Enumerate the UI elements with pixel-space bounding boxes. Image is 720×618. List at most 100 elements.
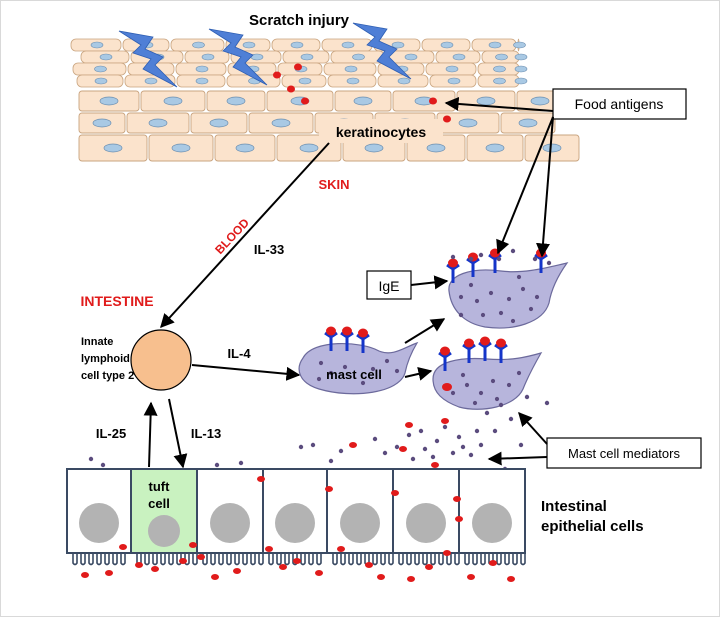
food-antigens-arrow-ige-2 [536,116,554,258]
epithelial-label-line2: epithelial cells [541,518,644,535]
mast-cell-activated-top [448,262,569,329]
microvillus [210,553,216,566]
microvillus [520,553,526,566]
microvillus [430,553,436,566]
skin-cell-nucleus [290,41,304,49]
mast-cell-granule [488,290,494,296]
food-antigens-arrow-ige-1 [496,116,554,255]
microvillus [276,553,282,566]
microvillus [112,553,118,566]
mediator-granule [460,444,466,450]
mast-cell-granule [450,390,456,396]
mast-cell-granule [478,390,484,396]
epithelial-nucleus [472,503,512,543]
microvillus [268,553,274,566]
tuft-cell [130,468,198,554]
il13-label: IL-13 [191,426,221,441]
mediator-granule [546,260,552,266]
skin-cell-nucleus [298,77,312,85]
lightning-icon [118,30,178,88]
mediator-granule [434,438,440,444]
microvillus [226,553,232,566]
tuft-label-line1: tuft [149,479,171,494]
mediator-granule [498,402,504,408]
mast-cell-granule [370,366,376,372]
microvillus [218,553,224,566]
ige-receptor-arms [466,257,480,265]
mast-cell-granule [464,382,470,388]
microvillus [414,553,420,566]
mast-cell-granule [460,372,466,378]
mediator-granule [338,448,344,454]
mediator-granule [524,394,530,400]
microvillus [250,553,256,566]
keratinocyte-nucleus [364,143,384,153]
mediator-granule [298,444,304,450]
mediator-granules [88,248,552,474]
mediator-granule [418,428,424,434]
free-antigen-dot [405,422,413,428]
skin-cell-nucleus [514,65,528,73]
mediator-granule [394,444,400,450]
epithelial-nucleus [210,503,250,543]
keratinocyte-nucleus [171,143,191,153]
skin-cell-nucleus [445,65,459,73]
skin-cell-nucleus [513,41,526,49]
keratinocyte-nucleus [426,143,446,153]
mast-cell-granule [458,294,464,300]
keratinocyte-nucleus [353,96,373,106]
microvillus [406,553,412,566]
microvillus [316,553,322,566]
microvillus [438,553,444,566]
mast-cell-granule [342,364,348,370]
ige-receptor-arms [446,263,460,271]
ilc2-cell [130,329,192,391]
mast-activation-arrow-top [404,318,446,344]
mediator-granule [510,248,516,254]
ilc2-label-line3: cell type 2 [81,370,134,382]
ige-receptor-arms [478,341,492,349]
mast-cell-granule [528,306,534,312]
mast-activation-arrow-bottom [404,367,433,381]
keratinocyte-nucleus [530,96,550,106]
epithelial-antigen-dot [467,574,475,580]
microvillus [332,553,338,566]
mast-cell-granule [506,382,512,388]
skin-cell-nucleus [346,77,360,85]
skin-cell-nucleus [195,77,209,85]
epithelial-antigen-dot [425,564,433,570]
intestine-label: INTESTINE [80,293,153,309]
mast-cell-granule [480,312,486,318]
microvillus [88,553,94,566]
microvillus [168,553,174,566]
mediator-granule [518,442,524,448]
lightning-icon [208,28,268,86]
il4-arrow [191,364,301,381]
microvillus [300,553,306,566]
food-antigen-dot [443,115,451,123]
receptor-bound-antigen [342,326,352,336]
epithelial-antigen-dot [507,576,515,582]
mediator-granule [458,312,464,318]
mediator-granule [410,456,416,462]
food-antigen-dot [287,85,295,93]
mast-cell-label: mast cell [326,367,382,382]
epithelial-antigen-dot [197,554,205,560]
receptor-bound-antigen [480,336,490,346]
free-antigen-dot [349,442,357,448]
mast-cell-granule [360,380,366,386]
mediator-granule [422,446,428,452]
microvillus [454,553,460,566]
mediator-granule [88,456,94,462]
microvillus [464,553,470,566]
epithelial-antigen-dot [233,568,241,574]
mediator-granule [450,450,456,456]
microvillus [284,553,290,566]
epithelial-nucleus [406,503,446,543]
skin-cell-nucleus [300,53,314,61]
microvillus [348,553,354,566]
il25-label: IL-25 [96,426,126,441]
skin-cell-nucleus [514,77,528,85]
mediator-granule [214,462,220,468]
